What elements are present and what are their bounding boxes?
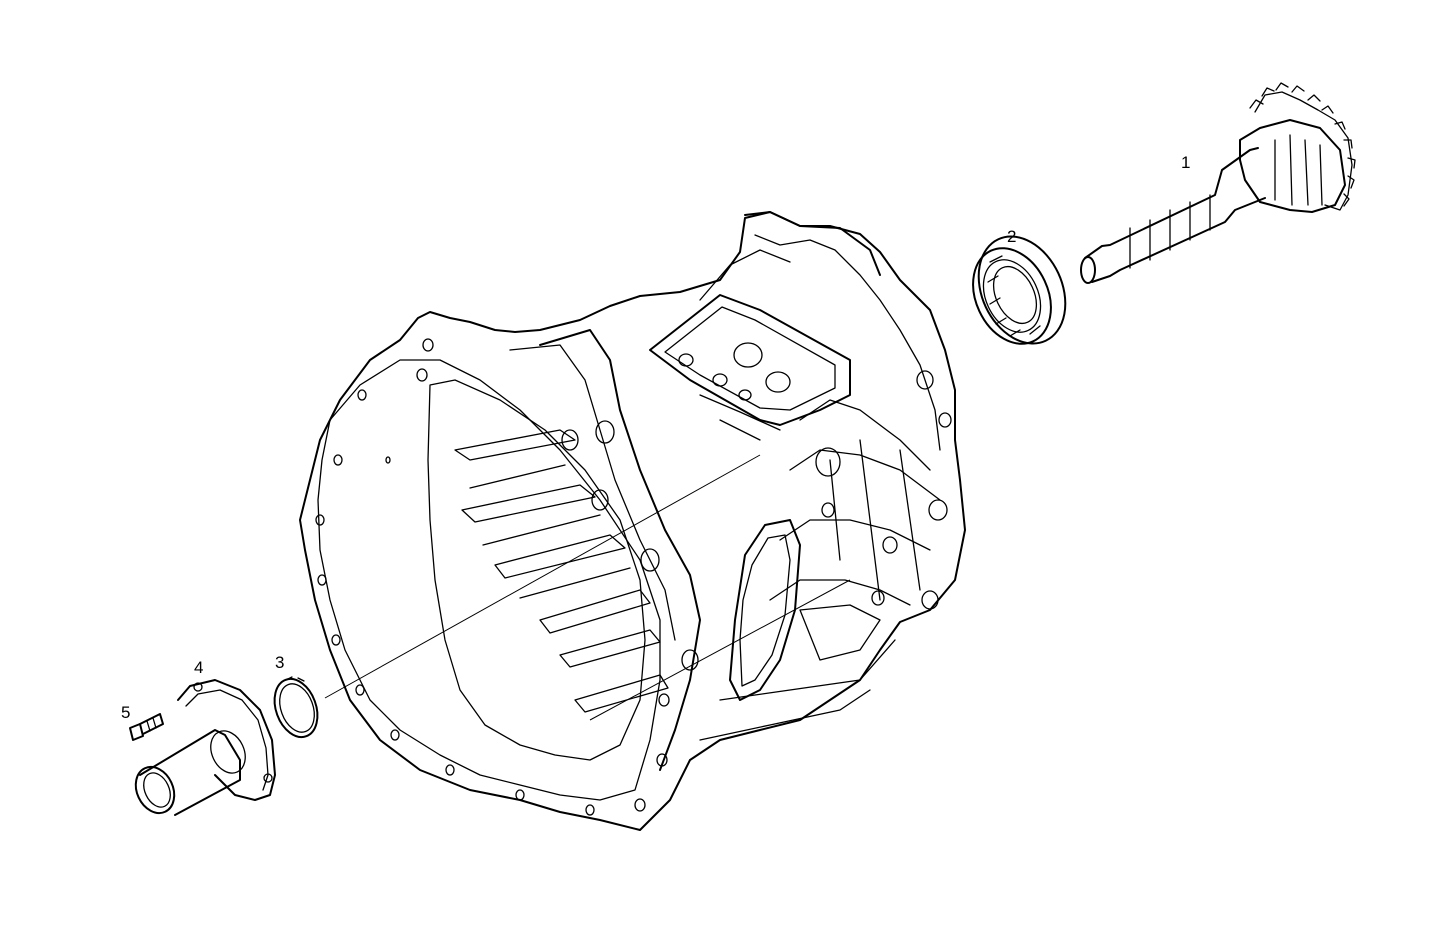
guide-sleeve bbox=[134, 679, 276, 816]
callout-3-label: 3 bbox=[275, 653, 284, 672]
callout-5-label: 5 bbox=[121, 703, 130, 722]
callout-1: 1 bbox=[1181, 153, 1190, 172]
gearbox-housing bbox=[299, 211, 966, 831]
callout-4: 4 bbox=[194, 658, 203, 677]
callout-1-label: 1 bbox=[1181, 153, 1190, 172]
bearing bbox=[972, 235, 1067, 345]
bolt bbox=[129, 713, 164, 741]
callout-5: 5 bbox=[121, 703, 130, 722]
circlip bbox=[273, 676, 319, 739]
callout-2-label: 2 bbox=[1007, 227, 1016, 246]
input-shaft bbox=[1080, 82, 1356, 284]
callout-4-label: 4 bbox=[194, 658, 203, 677]
callout-3: 3 bbox=[275, 653, 284, 672]
callout-2: 2 bbox=[1007, 227, 1016, 246]
axis-line-lower bbox=[589, 579, 851, 721]
axis-line bbox=[324, 454, 761, 699]
